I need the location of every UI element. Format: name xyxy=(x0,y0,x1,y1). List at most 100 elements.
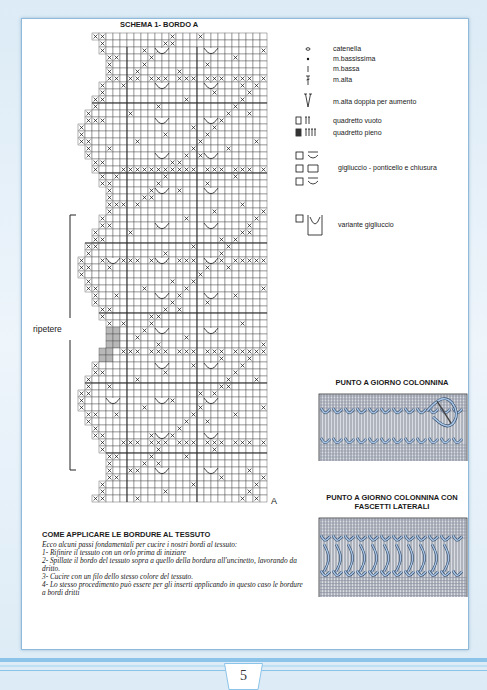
chart-cell xyxy=(225,369,232,376)
chart-cell xyxy=(260,383,267,390)
chart-cell xyxy=(204,460,211,467)
chart-cell xyxy=(176,299,183,306)
chart-cell xyxy=(155,131,162,138)
chart-cell xyxy=(253,369,260,376)
chart-cell xyxy=(106,250,113,257)
chart-cell xyxy=(148,446,155,453)
chart-cell xyxy=(225,383,232,390)
chart-cell xyxy=(148,439,155,446)
chart-cell xyxy=(169,131,176,138)
chart-cell xyxy=(127,292,134,299)
chart-cell xyxy=(127,278,134,285)
chart-cell xyxy=(232,75,239,82)
chart-cell xyxy=(141,61,148,68)
chart-cell xyxy=(204,320,211,327)
chart-cell xyxy=(183,285,190,292)
chart-cell xyxy=(99,40,106,47)
stitch-x xyxy=(122,84,126,88)
chart-cell xyxy=(113,250,120,257)
chart-cell xyxy=(134,89,141,96)
stitch-x xyxy=(150,350,154,354)
chart-cell xyxy=(260,369,267,376)
stitch-x xyxy=(234,168,238,172)
stitch-x xyxy=(101,483,105,487)
chart-cell xyxy=(106,320,113,327)
chart-cell xyxy=(99,173,106,180)
stitch-x xyxy=(94,371,98,375)
stitch-x xyxy=(136,336,140,340)
chart-cell xyxy=(225,453,232,460)
chart-cell xyxy=(176,369,183,376)
chart-cell xyxy=(239,285,246,292)
chart-cell xyxy=(225,362,232,369)
chart-cell xyxy=(218,159,225,166)
chart-cell xyxy=(113,383,120,390)
chart-cell xyxy=(232,138,239,145)
chart-cell xyxy=(134,131,141,138)
chart-cell xyxy=(99,404,106,411)
chart-cell xyxy=(260,152,267,159)
chart-cell xyxy=(169,173,176,180)
chart-cell xyxy=(197,369,204,376)
chart-cell xyxy=(162,145,169,152)
chart-cell xyxy=(183,327,190,334)
chart-heavy-line xyxy=(85,383,267,384)
chart-cell xyxy=(218,453,225,460)
chart-cell xyxy=(113,222,120,229)
stitch-x xyxy=(143,63,147,67)
chart-cell xyxy=(211,180,218,187)
chart-cell xyxy=(106,404,113,411)
chart-cell xyxy=(246,383,253,390)
chart-cell xyxy=(260,103,267,110)
chart-cell xyxy=(92,299,99,306)
chart-cell xyxy=(120,474,127,481)
chart-cell xyxy=(169,432,176,439)
chart-cell xyxy=(218,411,225,418)
chart-cell xyxy=(218,355,225,362)
stitch-x xyxy=(248,357,252,361)
chart-cell xyxy=(218,110,225,117)
chart-cell xyxy=(134,229,141,236)
chart-cell xyxy=(253,173,260,180)
chart-cell xyxy=(162,54,169,61)
gigliuccio-mark xyxy=(155,223,169,229)
chart-cell xyxy=(134,481,141,488)
stitch-x xyxy=(255,378,259,382)
chart-cell xyxy=(239,54,246,61)
chart-cell xyxy=(239,145,246,152)
stitch-x xyxy=(150,455,154,459)
chart-cell xyxy=(148,467,155,474)
chart-cell xyxy=(239,201,246,208)
chart-cell xyxy=(260,243,267,250)
chart-cell xyxy=(246,390,253,397)
chart-cell xyxy=(155,61,162,68)
chart-cell xyxy=(232,271,239,278)
chart-cell xyxy=(106,89,113,96)
chart-cell xyxy=(162,306,169,313)
chart-cell xyxy=(253,166,260,173)
chart-cell xyxy=(162,404,169,411)
chart-cell xyxy=(134,285,141,292)
chart-cell xyxy=(239,124,246,131)
stitch-x xyxy=(178,350,182,354)
chart-cell xyxy=(253,152,260,159)
stitch-x xyxy=(185,98,189,102)
chart-cell xyxy=(218,404,225,411)
chart-cell xyxy=(127,33,134,40)
chart-cell xyxy=(155,173,162,180)
crochet-chart xyxy=(78,33,267,502)
chart-cell xyxy=(246,474,253,481)
chart-cell xyxy=(218,425,225,432)
chart-cell xyxy=(176,390,183,397)
chart-cell xyxy=(176,425,183,432)
chart-cell xyxy=(183,250,190,257)
chart-cell xyxy=(148,173,155,180)
chart-cell xyxy=(92,383,99,390)
chart-cell xyxy=(113,152,120,159)
chart-cell xyxy=(260,397,267,404)
chart-cell xyxy=(99,418,106,425)
chart-cell xyxy=(232,327,239,334)
chart-cell xyxy=(120,390,127,397)
stitch-x xyxy=(192,350,196,354)
stitch-x xyxy=(80,399,84,403)
